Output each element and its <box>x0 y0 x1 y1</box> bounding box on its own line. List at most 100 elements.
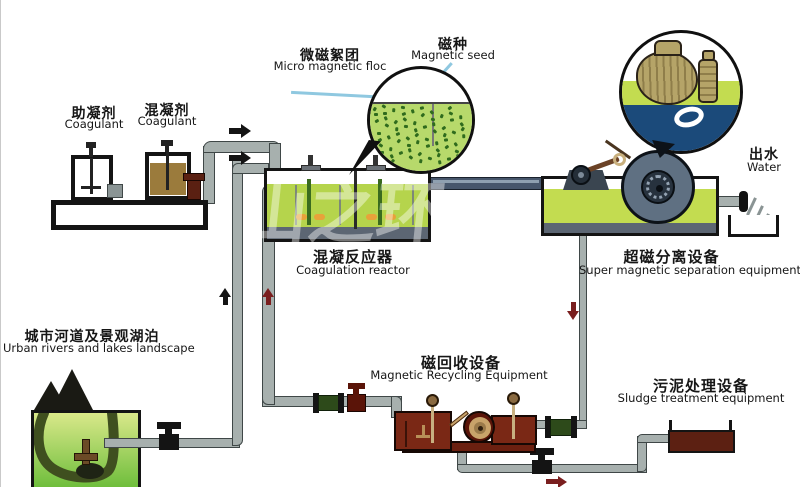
drum-axle <box>656 185 663 192</box>
floc-speck <box>437 152 441 158</box>
tank-fitting <box>107 184 123 198</box>
floc-speck <box>456 160 462 166</box>
floc-speck <box>383 112 387 115</box>
intake-pump-icon <box>82 439 90 465</box>
seed-pump-flange <box>338 393 344 413</box>
floc-speck <box>371 158 377 163</box>
recycler-mixer-shaft <box>431 401 434 443</box>
floc-speck <box>400 105 406 109</box>
label-coagulant-zh: 混凝剂 <box>144 103 190 119</box>
floc-speck <box>408 155 414 160</box>
pipe-sludge-inlet <box>637 434 671 443</box>
seed-valve-cap <box>348 383 365 389</box>
pipe-reactor-to-separator <box>429 177 543 190</box>
floc-speck <box>449 118 455 122</box>
drum-hub <box>641 170 675 204</box>
mountain-icon <box>51 369 93 410</box>
floc-speck <box>373 112 379 116</box>
floc-speck <box>427 156 433 161</box>
mixer-shaft <box>90 158 93 194</box>
outlet-cap <box>739 191 748 212</box>
label-lake-en: Urban rivers and lakes landscape <box>3 341 195 355</box>
label-reactor-en: Coagulation reactor <box>296 263 410 277</box>
recycler-left-tank <box>394 411 452 451</box>
floc-speck <box>401 112 407 117</box>
label-coagulant-en: Coagulant <box>137 114 197 128</box>
flow-arrow-head <box>567 311 579 320</box>
label-reactor-zh: 混凝反应器 <box>312 248 393 266</box>
floc-speck <box>456 154 460 159</box>
floc-speck <box>440 113 444 119</box>
label-coagulant-aid-en: Coagulant <box>64 117 124 131</box>
floc-speck <box>392 108 396 113</box>
floc-speck <box>393 119 399 125</box>
recycler-mixer-motor <box>426 394 439 407</box>
flow-arrow-head <box>241 151 251 165</box>
return-pump-flange <box>545 416 551 438</box>
flow-arrow-right-chemical <box>229 128 241 134</box>
floc-speck <box>372 106 378 112</box>
floc-speck <box>408 147 412 153</box>
dosing-pump-flange <box>183 173 205 181</box>
floc-particle <box>296 214 307 220</box>
pipe-lake-riser <box>232 155 243 446</box>
floc-speck <box>448 111 454 116</box>
reactor-rod <box>295 185 297 225</box>
floc-speck <box>419 106 425 110</box>
floc-speck <box>378 143 384 148</box>
flow-arrow-head <box>219 288 231 297</box>
dosing-pump <box>187 178 201 200</box>
mixer-bolt <box>89 146 93 157</box>
seed-magnifier <box>619 30 743 154</box>
recycler-drum <box>463 411 495 443</box>
sludge-tank <box>668 430 735 453</box>
label-lake-zh: 城市河道及景观湖泊 <box>24 329 160 345</box>
magnet-roller-cap <box>654 40 682 56</box>
magnet-roller <box>636 51 698 105</box>
reactor-motor-bolt <box>308 155 313 166</box>
pipe-bottom-horizontal <box>457 464 647 473</box>
sludge-valve-cap <box>530 448 554 455</box>
label-recycling-zh: 磁回收设备 <box>420 354 501 372</box>
floc-speck <box>402 116 408 122</box>
floc-speck <box>447 106 453 111</box>
coagulation-reactor <box>264 168 431 242</box>
label-separation-en: Super magnetic separation equipment <box>579 263 800 277</box>
dosing-platform <box>51 200 208 230</box>
floc-speck <box>417 151 423 157</box>
floc-speck <box>430 117 436 122</box>
seed-pump-flange <box>313 393 319 413</box>
floc-speck <box>459 115 463 120</box>
label-recycling-en: Magnetic Recycling Equipment <box>370 368 548 382</box>
floc-speck <box>395 127 399 132</box>
label-magnetic-seed-en: Magnetic seed <box>411 48 495 62</box>
label-coagulant-aid-zh: 助凝剂 <box>71 106 117 122</box>
mixer-bolt <box>86 142 96 148</box>
floc-speck <box>432 122 436 127</box>
return-pump-flange <box>571 416 577 438</box>
drum-gear-ring <box>646 175 670 199</box>
magnet-cylinder <box>698 59 718 103</box>
floc-speck <box>454 149 460 154</box>
floc-speck <box>446 157 452 161</box>
separator-bottom-band <box>544 223 716 233</box>
floc-speck <box>414 132 420 138</box>
scraper-pivot <box>571 165 591 185</box>
reactor-bottom-band <box>267 227 428 239</box>
recycler-mixer-motor <box>507 392 520 405</box>
recycler-drum-axle <box>477 425 483 431</box>
floc-speck <box>390 158 396 164</box>
magnet-cylinder-cap <box>702 50 715 61</box>
floc-speck <box>435 141 439 146</box>
sludge-tank-post <box>729 420 732 431</box>
outlet-basin <box>728 215 779 237</box>
label-outlet-water-en: Water <box>747 160 781 174</box>
intake-pump-icon <box>74 453 98 461</box>
mixer-bolt <box>165 144 169 152</box>
reactor-mixer-shaft <box>307 179 311 225</box>
tank-inner-line <box>405 421 407 447</box>
recycler-mixer-shaft <box>512 399 515 439</box>
reactor-rod <box>339 185 341 225</box>
sludge-valve-body <box>532 460 552 474</box>
floc-specks <box>371 104 470 167</box>
